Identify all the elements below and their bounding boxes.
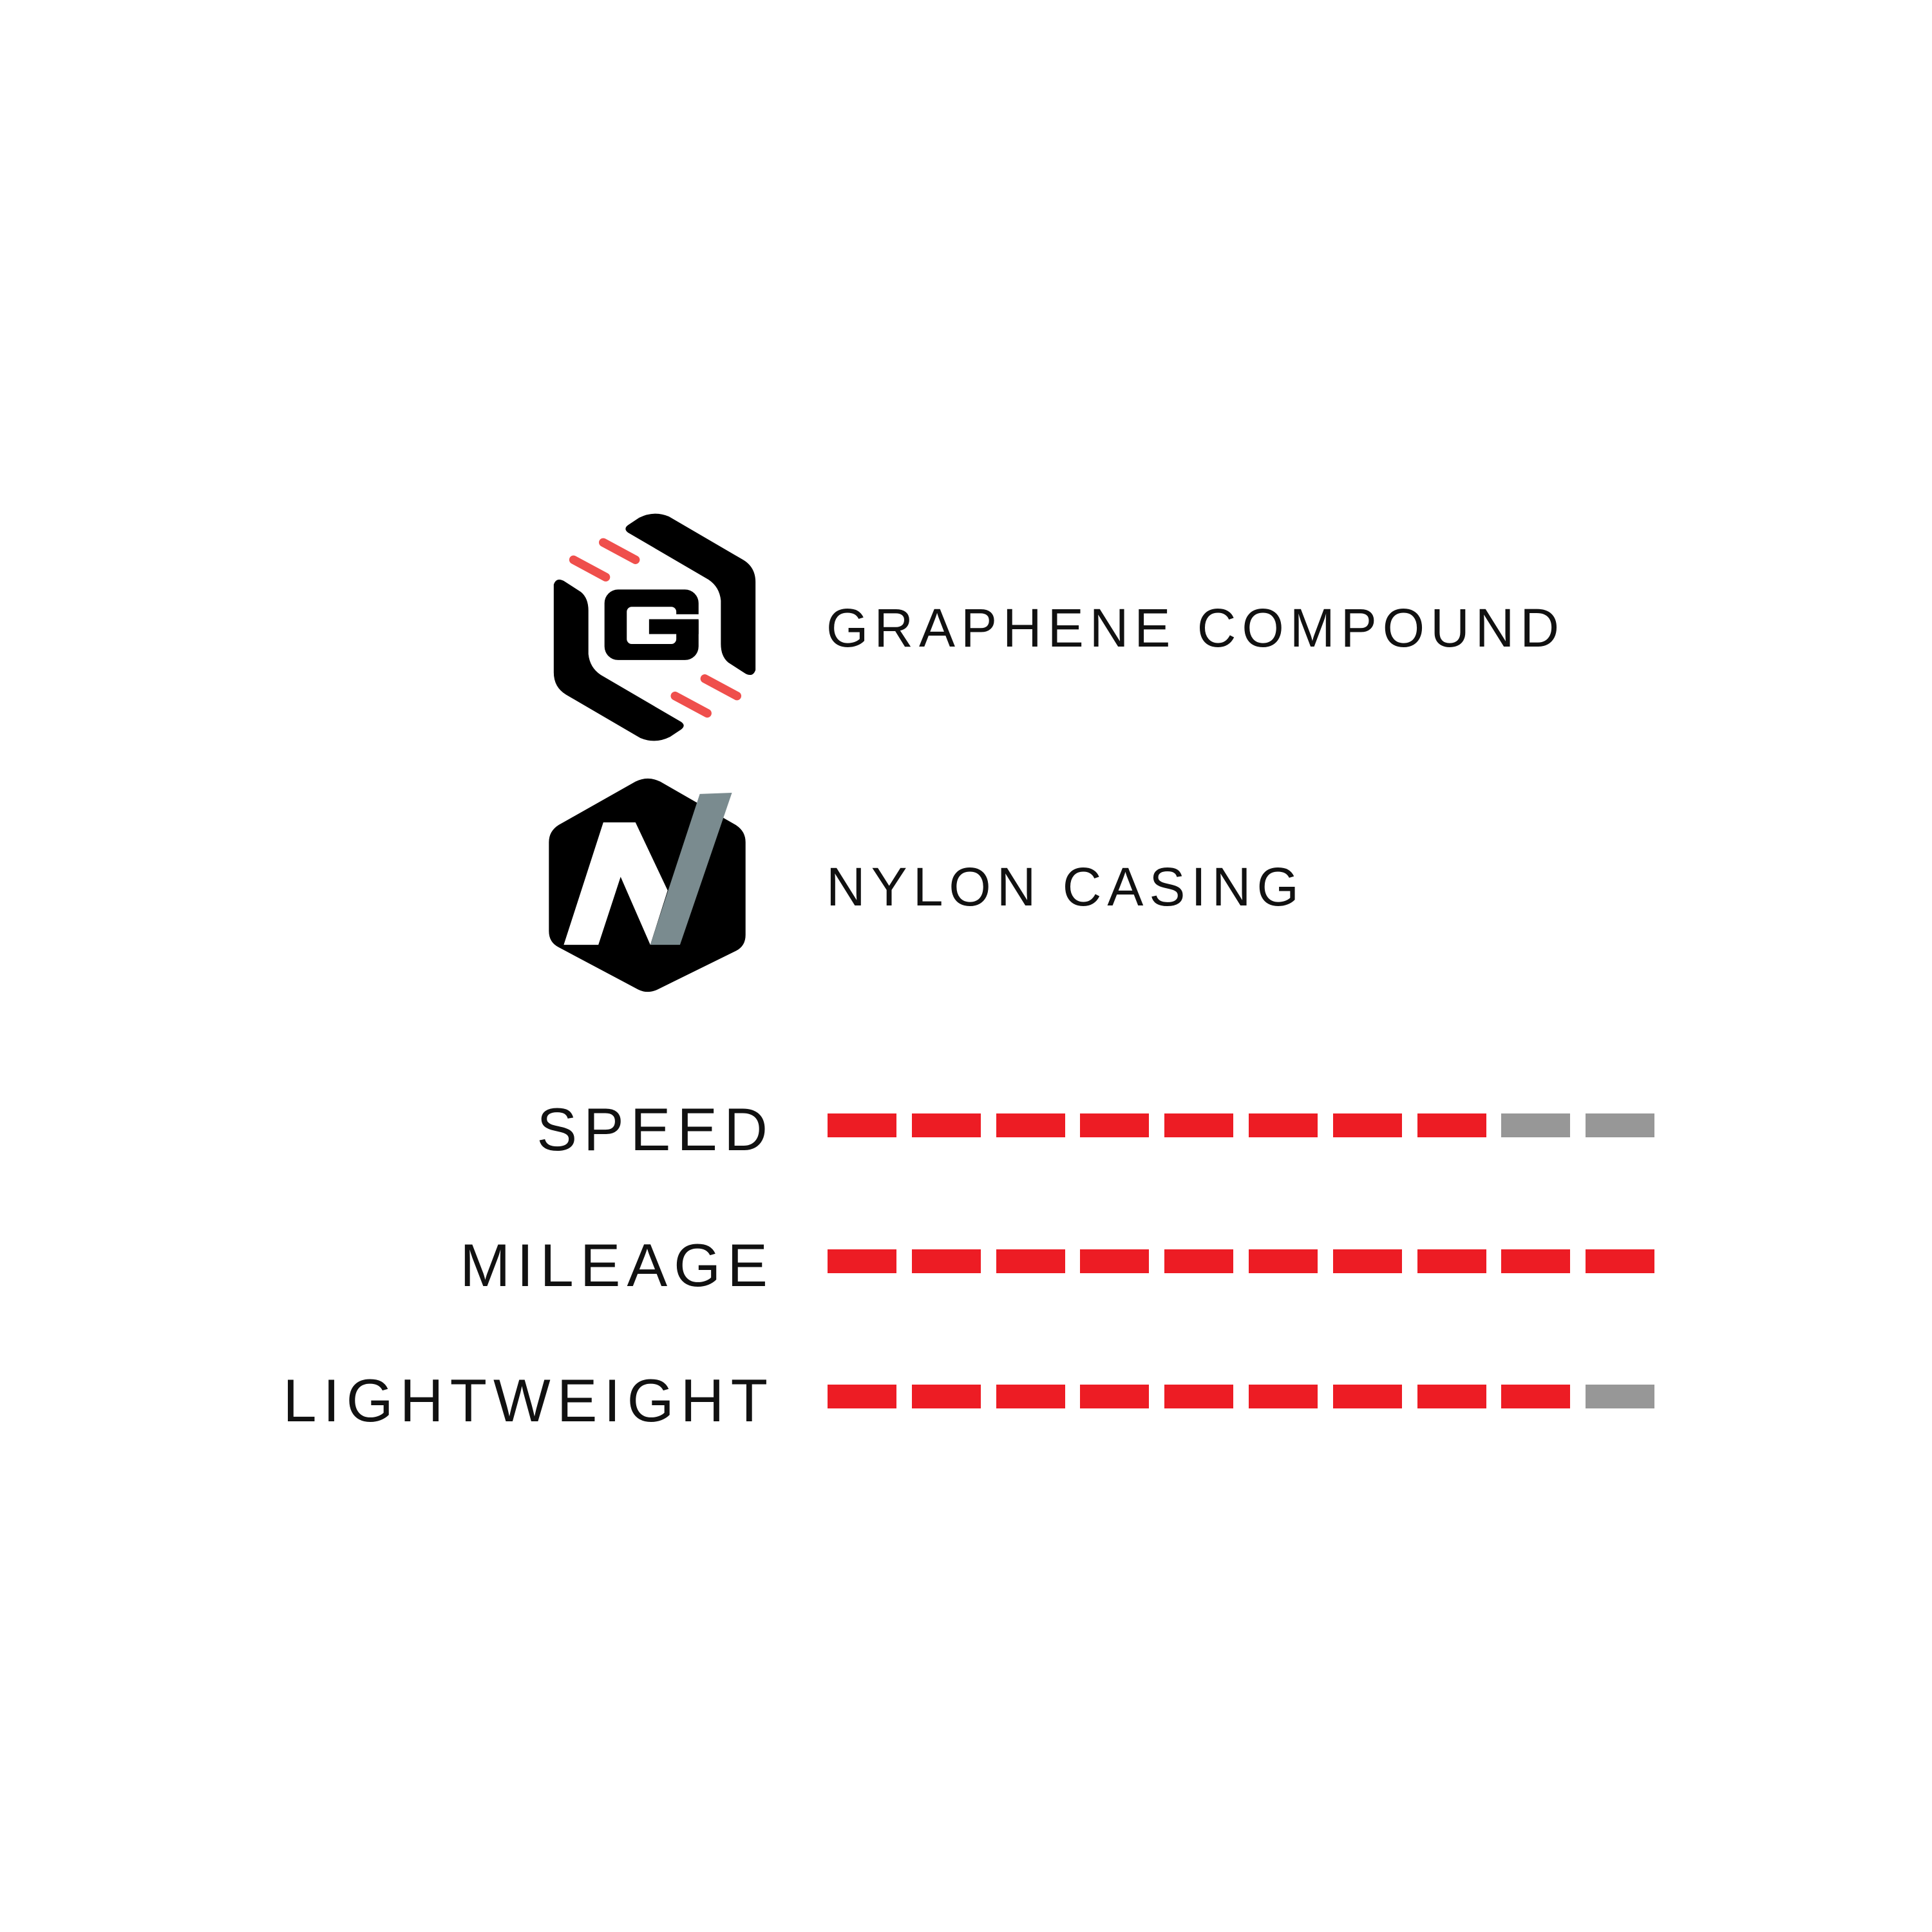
rating-segment-filled [1164, 1249, 1234, 1273]
rating-segment-filled [1080, 1249, 1150, 1273]
rating-segment-filled [1080, 1113, 1150, 1137]
rating-segment-filled [1501, 1385, 1571, 1408]
feature-label-graphene: GRAPHENE COMPOUND [826, 598, 1566, 658]
rating-segment-filled [1249, 1385, 1318, 1408]
rating-segment-filled [828, 1249, 896, 1273]
rating-label-lightweight: LIGHTWEIGHT [283, 1367, 774, 1434]
rating-segment-filled [911, 1249, 981, 1273]
rating-segment-filled [1332, 1113, 1402, 1137]
rating-segment-empty [1586, 1385, 1655, 1408]
rating-segment-filled [1249, 1249, 1318, 1273]
rating-label-speed: SPEED [536, 1095, 774, 1163]
rating-segment-filled [1164, 1113, 1234, 1137]
rating-segment-filled [1164, 1385, 1234, 1408]
feature-label-nylon: NYLON CASING [826, 857, 1305, 917]
rating-segment-filled [1249, 1113, 1318, 1137]
rating-segment-filled [1501, 1249, 1571, 1273]
rating-segment-filled [1586, 1249, 1655, 1273]
rating-segment-filled [1080, 1385, 1150, 1408]
rating-segment-filled [1417, 1385, 1486, 1408]
rating-segment-filled [1332, 1385, 1402, 1408]
graphene-g-icon [553, 513, 756, 741]
rating-segment-filled [1332, 1249, 1402, 1273]
rating-segment-filled [996, 1249, 1065, 1273]
rating-segment-empty [1501, 1113, 1571, 1137]
rating-segment-filled [828, 1113, 896, 1137]
rating-label-mileage: MILEAGE [460, 1231, 774, 1299]
rating-bar-speed [828, 1113, 1665, 1137]
rating-segment-filled [911, 1113, 981, 1137]
rating-segment-filled [828, 1385, 896, 1408]
nylon-n-icon [549, 778, 746, 992]
rating-segment-empty [1586, 1113, 1655, 1137]
rating-segment-filled [1417, 1113, 1486, 1137]
rating-bar-mileage [828, 1249, 1665, 1273]
rating-segment-filled [996, 1113, 1065, 1137]
rating-segment-filled [996, 1385, 1065, 1408]
rating-segment-filled [911, 1385, 981, 1408]
graphene-stripes [569, 538, 742, 718]
rating-bar-lightweight [828, 1385, 1665, 1408]
rating-segment-filled [1417, 1249, 1486, 1273]
